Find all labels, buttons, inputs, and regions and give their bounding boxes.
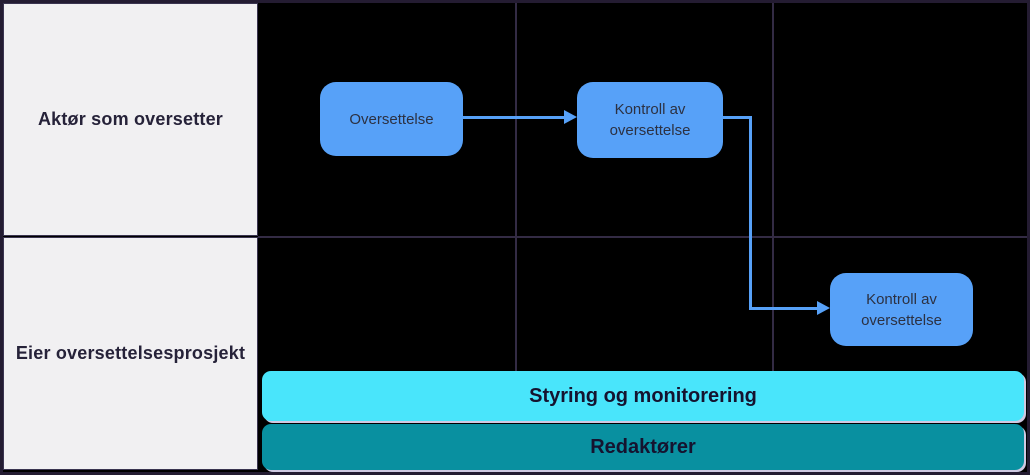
node-kontroll-av-oversettelse-2: Kontroll av oversettelse xyxy=(830,273,973,346)
connector-kontroll-to-kontroll-segment-3 xyxy=(749,307,818,310)
lane-header-aktor-som-oversetter: Aktør som oversetter xyxy=(3,3,258,236)
lane-divider-line xyxy=(258,236,1027,238)
grid-line-vertical-1 xyxy=(515,3,517,371)
band-label: Styring og monitorering xyxy=(529,384,757,407)
connector-oversettelse-to-kontroll xyxy=(463,116,565,119)
node-label: Kontroll av oversettelse xyxy=(861,290,942,329)
band-label: Redaktører xyxy=(590,435,696,458)
lane-label: Aktør som oversetter xyxy=(37,109,224,129)
band-redaktorer: Redaktører xyxy=(262,424,1024,470)
arrowhead-right-icon xyxy=(817,301,830,315)
node-label: Kontroll av oversettelse xyxy=(609,101,691,139)
arrowhead-right-icon xyxy=(564,110,577,124)
lane-label: Eier oversettelsesprosjekt xyxy=(15,343,246,363)
connector-kontroll-to-kontroll-segment-2 xyxy=(749,116,752,310)
grid-line-vertical-2 xyxy=(772,3,774,371)
connector-kontroll-to-kontroll-segment-1 xyxy=(721,116,752,119)
node-oversettelse: Oversettelse xyxy=(320,82,463,156)
node-label: Oversettelse xyxy=(349,110,434,128)
lane-header-eier-oversettelsesprosjekt: Eier oversettelsesprosjekt xyxy=(3,237,258,470)
node-kontroll-av-oversettelse-1: Kontroll av oversettelse xyxy=(577,82,723,158)
band-styring-og-monitorering: Styring og monitorering xyxy=(262,371,1024,421)
